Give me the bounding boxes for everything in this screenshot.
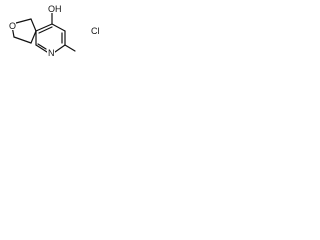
bond-r2 <box>51 23 66 32</box>
bond-c3-c4 <box>30 30 37 44</box>
bond-methyl <box>64 44 76 52</box>
bond-c2-c3 <box>30 18 37 32</box>
chloride-label: Cl <box>91 26 100 36</box>
bond-r5-double <box>37 43 47 50</box>
bond-o-c2 <box>15 18 32 24</box>
bond-c4-c1 <box>13 36 32 44</box>
ring-oxygen-label: O <box>9 21 16 31</box>
ring-nitrogen-label-bg <box>47 48 55 57</box>
chemical-structure-diagram: OH O N Cl <box>8 4 100 58</box>
bond-lines <box>11 12 76 53</box>
hydroxyl-label: OH <box>48 4 62 14</box>
hydroxyl-label-bg <box>47 4 63 13</box>
bond-r5 <box>35 44 48 53</box>
ring-oxygen-label-bg <box>8 21 16 30</box>
bond-r1-double <box>38 26 53 34</box>
atom-labels: OH O N Cl <box>8 4 100 58</box>
ring-nitrogen-label: N <box>48 48 55 58</box>
bond-r1 <box>35 23 53 32</box>
bond-r4 <box>54 44 66 53</box>
